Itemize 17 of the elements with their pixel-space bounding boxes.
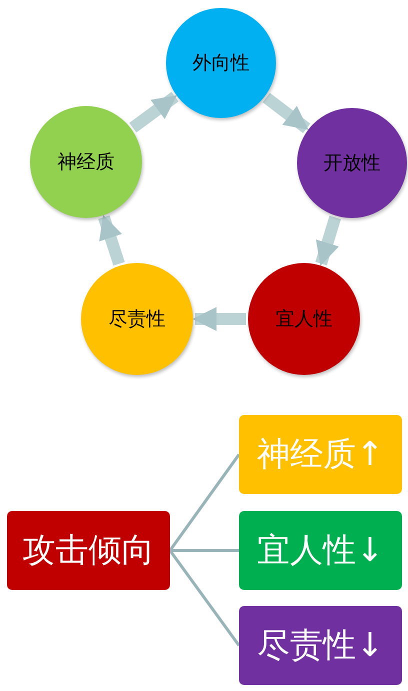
trait-circle: 尽责性 bbox=[81, 263, 193, 375]
trait-circle: 神经质 bbox=[30, 106, 142, 218]
topic-box: 攻击倾向 bbox=[7, 511, 170, 590]
arrow bbox=[98, 214, 125, 266]
trait-circle: 外向性 bbox=[166, 8, 276, 118]
trait-box: 神经质↑ bbox=[239, 415, 402, 494]
trait-box: 尽责性↓ bbox=[239, 606, 402, 685]
arrow bbox=[262, 92, 310, 134]
connector-line bbox=[168, 454, 240, 552]
arrow bbox=[315, 216, 341, 266]
arrow bbox=[129, 92, 179, 133]
connector-line bbox=[170, 549, 239, 552]
arrow bbox=[192, 307, 246, 331]
trait-box: 宜人性↓ bbox=[239, 511, 402, 590]
trait-circle: 宜人性 bbox=[248, 263, 360, 375]
connector-line bbox=[168, 550, 240, 646]
trait-circle: 开放性 bbox=[297, 108, 407, 218]
